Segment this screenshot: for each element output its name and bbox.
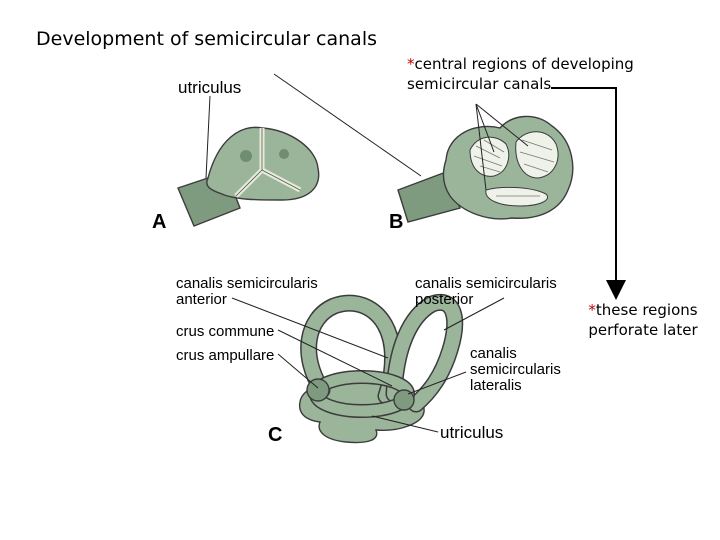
leader-crus-ampullare xyxy=(277,353,319,389)
panel-b-drawing xyxy=(397,115,574,223)
label-utriculus-top: utriculus xyxy=(178,78,241,97)
leader-utriculus-c xyxy=(371,415,439,433)
leader-central-2 xyxy=(475,103,487,191)
label-canalis-posterior-line2: posterior xyxy=(415,291,473,308)
connector-arrow xyxy=(551,87,626,300)
note-central-line2: semicircular canals xyxy=(407,75,552,93)
label-canalis-anterior-line2: anterior xyxy=(176,291,227,308)
note-central-regions: *central regions of developing semicircu… xyxy=(407,54,634,94)
leader-utriculus-b xyxy=(273,73,422,177)
asterisk: * xyxy=(407,55,415,73)
leader-canalis-anterior xyxy=(231,297,389,359)
label-canalis-lateralis-line1: canalis xyxy=(470,345,517,362)
label-canalis-posterior-line1: canalis semicircularis xyxy=(415,275,557,292)
leader-canalis-posterior xyxy=(443,297,505,331)
leader-canalis-lateralis xyxy=(407,371,467,395)
panel-label-a: A xyxy=(152,211,166,233)
label-crus-commune: crus commune xyxy=(176,323,274,340)
panel-a-drawing xyxy=(177,126,320,227)
label-canalis-lateralis-line3: lateralis xyxy=(470,377,522,394)
leader-central-1 xyxy=(475,103,495,153)
panel-label-b: B xyxy=(389,211,403,233)
note-central-line1: central regions of developing xyxy=(414,55,634,73)
note-perforate-later: *these regions perforate later xyxy=(584,300,702,340)
label-utriculus-bottom: utriculus xyxy=(440,423,503,442)
slide-title: Development of semicircular canals xyxy=(36,28,378,50)
label-crus-ampullare: crus ampullare xyxy=(176,347,274,364)
panel-label-c: C xyxy=(268,424,282,446)
panel-c-drawing xyxy=(298,293,464,444)
asterisk: * xyxy=(588,301,596,319)
note-perforate-line1: these regions xyxy=(595,301,698,319)
leader-crus-commune xyxy=(277,329,393,387)
leader-utriculus-a xyxy=(205,95,211,179)
leader-central-3 xyxy=(475,103,529,147)
label-canalis-anterior-line1: canalis semicircularis xyxy=(176,275,318,292)
note-perforate-line2: perforate later xyxy=(588,321,698,339)
label-canalis-lateralis-line2: semicircularis xyxy=(470,361,561,378)
